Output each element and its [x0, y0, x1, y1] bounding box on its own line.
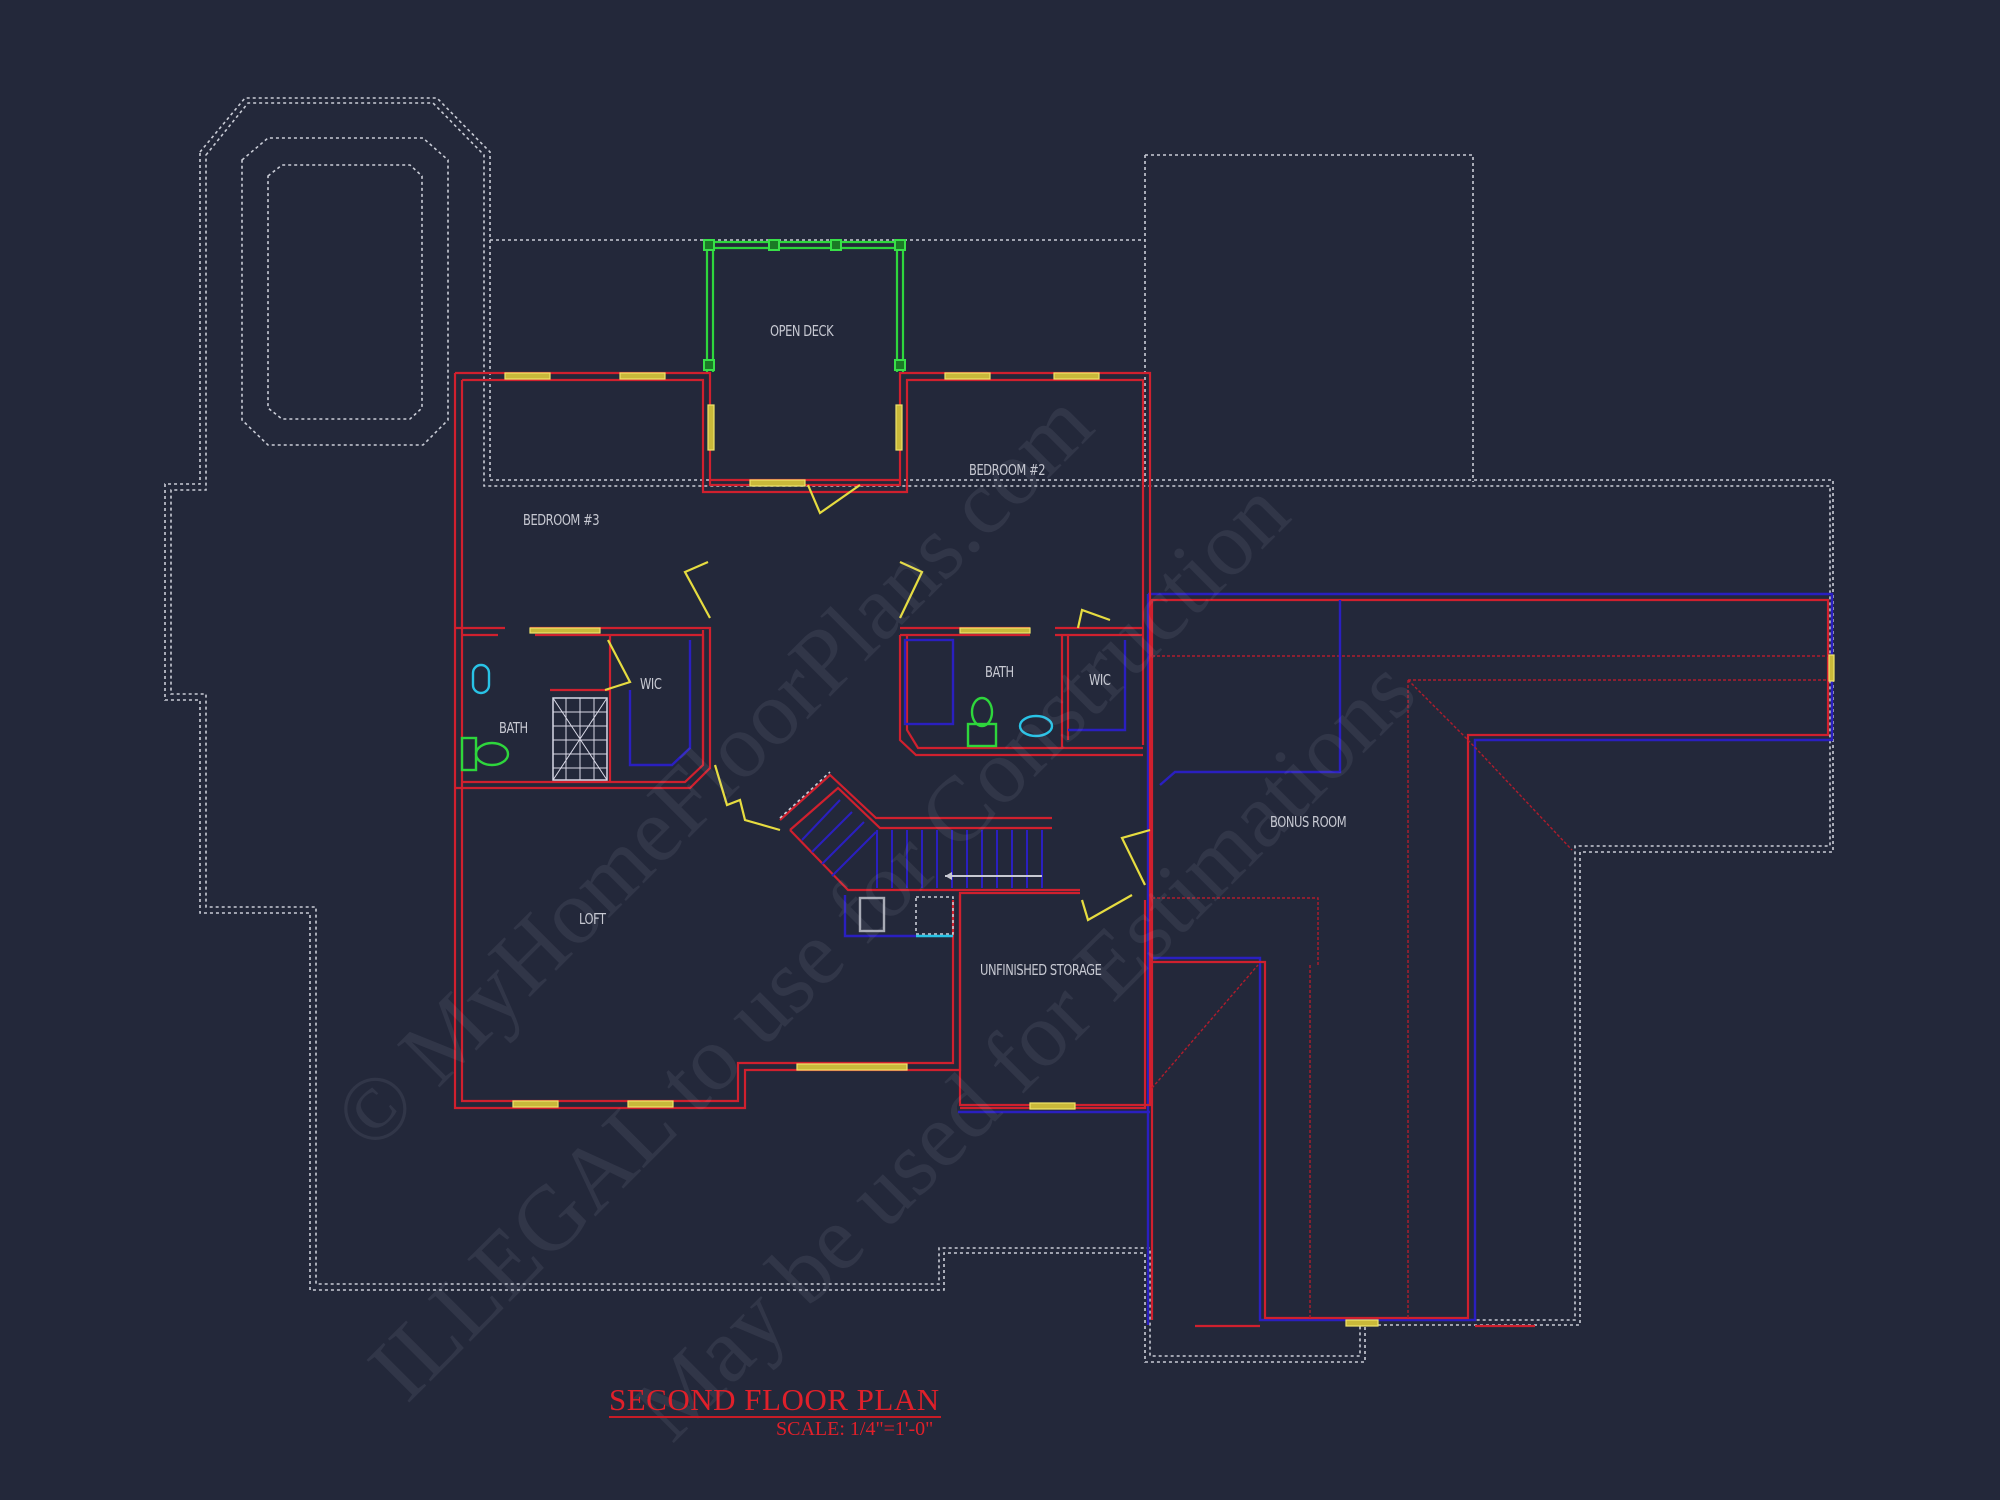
bath-fixtures	[460, 638, 1127, 938]
doors	[604, 484, 1151, 922]
room-label-wic-left: WIC	[640, 675, 662, 693]
plan-title: SECOND FLOOR PLAN	[609, 1382, 940, 1417]
bonus-room-structure	[1146, 592, 1835, 1328]
title-underline	[609, 1416, 941, 1418]
room-label-bath-right: BATH	[985, 663, 1014, 681]
room-label-bedroom-3: BEDROOM #3	[523, 511, 600, 529]
plan-scale: SCALE: 1/4"=1'-0"	[776, 1418, 934, 1440]
room-label-bonus-room: BONUS ROOM	[1270, 813, 1347, 831]
open-deck-railing	[703, 239, 906, 372]
room-label-bedroom-2: BEDROOM #2	[969, 461, 1046, 479]
room-label-loft: LOFT	[579, 910, 606, 928]
room-label-unfinished-storage: UNFINISHED STORAGE	[980, 961, 1102, 979]
room-label-open-deck: OPEN DECK	[770, 322, 834, 340]
room-label-wic-right: WIC	[1089, 671, 1111, 689]
room-label-bath-left: BATH	[499, 719, 528, 737]
first-floor-outline	[164, 97, 1834, 1363]
windows	[504, 372, 1100, 1110]
stairs	[779, 771, 1080, 892]
exterior-walls	[453, 371, 1152, 1114]
